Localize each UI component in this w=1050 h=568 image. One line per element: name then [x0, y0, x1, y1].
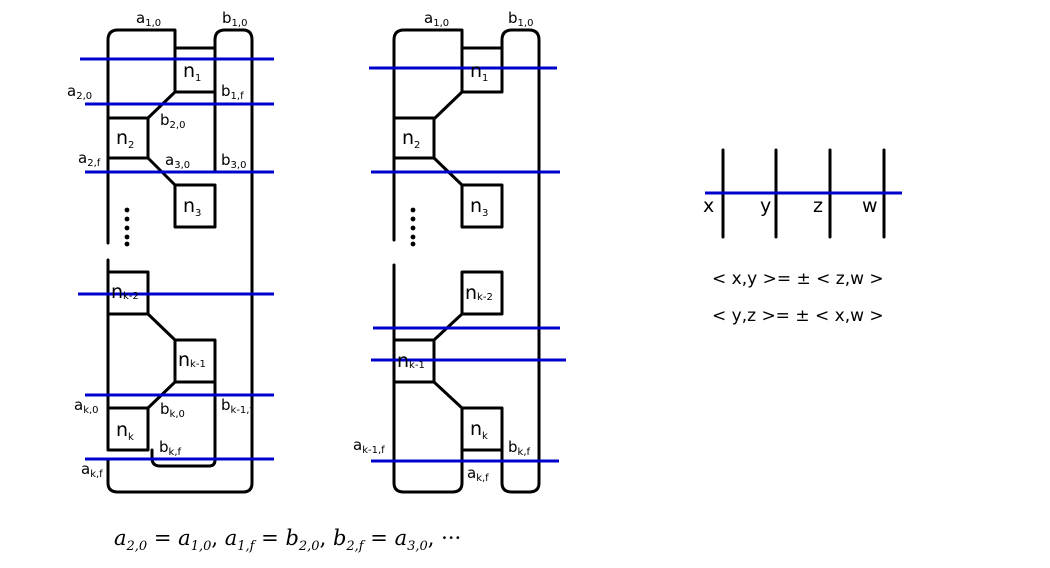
- diagram-2: n1 n2 n3 nk-2 nk-1 nk a1,0 b1,0 ak-1,f b…: [353, 9, 566, 494]
- label-bk0: bk,0: [160, 400, 185, 420]
- diagram-1-strand-labels: a1,0 b1,0 a2,0 b1,f b2,0 a2,f a3,0 b3,0 …: [67, 9, 253, 480]
- label-b30: b3,0: [221, 151, 246, 171]
- node-nk2-2: nk-2: [465, 282, 493, 304]
- formula-line: a2,0 = a1,0, a1,f = b2,0, b2,f = a3,0, ·…: [114, 526, 461, 554]
- node-n2-2: n2: [402, 127, 420, 151]
- label-a10: a1,0: [136, 9, 161, 29]
- diagram-2-strands: [392, 28, 541, 494]
- label-b20: b2,0: [160, 111, 185, 131]
- label2-bkf: bk,f: [508, 438, 531, 458]
- label-b10: b1,0: [222, 9, 247, 29]
- label-a20: a2,0: [67, 82, 92, 102]
- label-ak0: ak,0: [74, 396, 99, 416]
- label-a30: a3,0: [165, 151, 190, 171]
- identification-formula: a2,0 = a1,0, a1,f = b2,0, b2,f = a3,0, ·…: [114, 526, 461, 554]
- node-nk2: nk-2: [111, 281, 139, 303]
- label2-ak1f: ak-1,f: [353, 436, 385, 456]
- label2-a10: a1,0: [424, 9, 449, 29]
- relation-2: < y,z >= ± < x,w >: [712, 306, 884, 326]
- diagram-1-node-labels: n1 n2 n3 nk-2 nk-1 nk: [111, 60, 206, 443]
- node-nk1: nk-1: [178, 349, 206, 371]
- node-n2: n2: [116, 127, 134, 151]
- four-strand-diagram: x y z w < x,y >= ± < z,w > < y,z >= ± < …: [703, 148, 902, 326]
- node-n3-2: n3: [470, 195, 488, 219]
- label-akf: ak,f: [81, 460, 103, 480]
- strand-label-z: z: [813, 195, 823, 217]
- label2-akf: ak,f: [467, 464, 489, 484]
- strand-label-x: x: [703, 195, 714, 217]
- diagram-2-strand-labels: a1,0 b1,0 ak-1,f bk,f ak,f: [353, 9, 533, 484]
- strand-label-y: y: [760, 195, 771, 217]
- relation-1: < x,y >= ± < z,w >: [712, 269, 884, 289]
- diagram-1: n1 n2 n3 nk-2 nk-1 nk a1,0 b1,0 a2,0 b1,…: [67, 9, 274, 494]
- node-n3: n3: [183, 195, 201, 219]
- node-nk: nk: [116, 419, 134, 443]
- diagram-2-slices: [369, 66, 566, 463]
- label-b1f: b1,f: [221, 82, 244, 102]
- strand-label-w: w: [862, 195, 878, 217]
- diagram-1-ellipsis: [124, 207, 130, 247]
- label2-b10: b1,0: [508, 9, 533, 29]
- node-nk1-2: nk-1: [397, 350, 425, 372]
- node-n1: n1: [183, 60, 201, 84]
- label-a2f: a2,f: [78, 149, 101, 169]
- label-bkf: bk,f: [159, 438, 182, 458]
- node-nk-2: nk: [470, 418, 488, 442]
- node-n1-2: n1: [470, 60, 488, 84]
- diagram-2-ellipsis: [410, 207, 416, 247]
- diagram-1-slices: [78, 57, 274, 461]
- diagram-2-node-labels: n1 n2 n3 nk-2 nk-1 nk: [397, 60, 493, 442]
- label-bk1f: bk-1,f: [221, 396, 253, 416]
